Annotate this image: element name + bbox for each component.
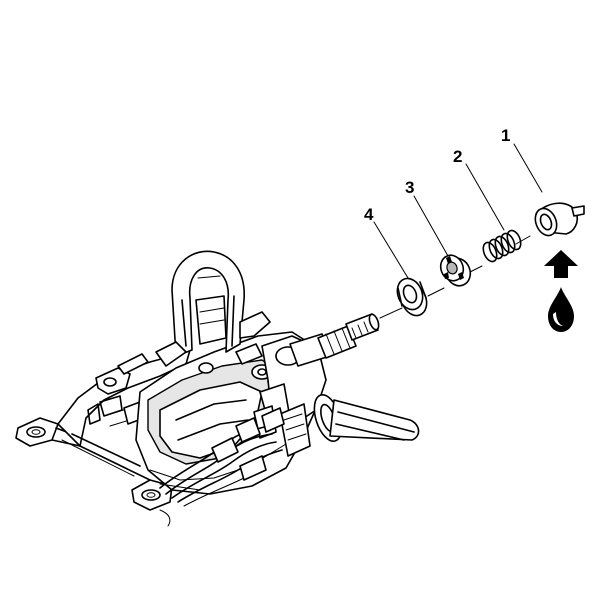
- callout-4: 4: [364, 205, 374, 224]
- up-arrow-icon: [544, 250, 578, 278]
- callout-1: 1: [501, 126, 510, 145]
- part-4-bearing-ring: [396, 277, 428, 317]
- left-mounting-flange: [15, 417, 81, 447]
- leader-lines: [373, 143, 543, 279]
- callout-2: 2: [453, 147, 462, 166]
- steering-shaft: [289, 313, 380, 367]
- part-2-spring: [482, 229, 522, 263]
- part-1-retainer: [534, 202, 585, 237]
- part-3-bearing: [439, 254, 472, 287]
- wiring-harness: [159, 407, 285, 507]
- oil-drop-icon: [548, 287, 574, 332]
- bottom-mounting-flange: [131, 479, 173, 527]
- callout-3: 3: [405, 178, 414, 197]
- shaft-boot: [313, 394, 420, 442]
- steering-column-assembly: [15, 250, 420, 527]
- tilt-loop-bracket: [155, 250, 271, 367]
- column-bracket-frame: [57, 349, 191, 481]
